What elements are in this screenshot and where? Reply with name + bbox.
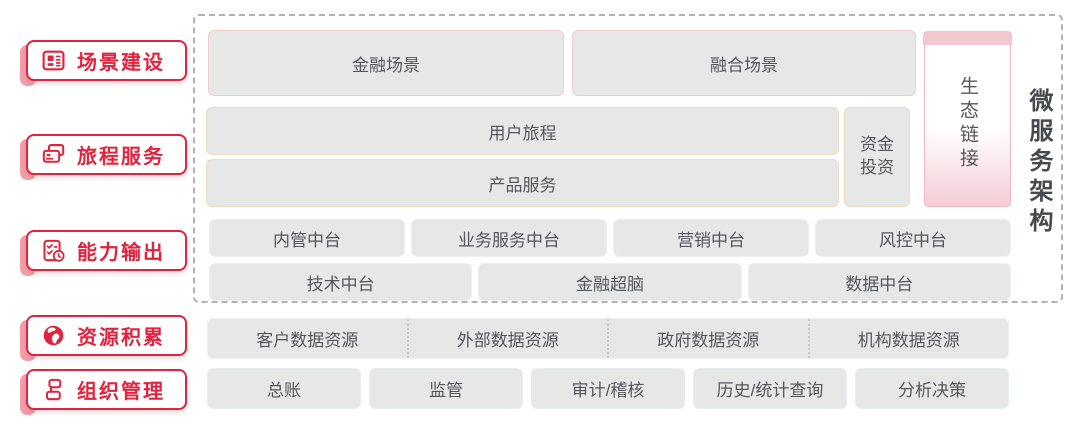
box-product-service: 产品服务: [206, 159, 839, 207]
box-general-ledger: 总账: [207, 368, 361, 409]
sidebar-item-journey-service: 旅程服务: [20, 134, 187, 180]
segment-institution-data: 机构数据资源: [807, 319, 1009, 358]
box-regulation: 监管: [369, 368, 523, 409]
sidebar-panel: 组织管理: [26, 369, 187, 410]
data-resources-bar: 客户数据资源 外部数据资源 政府数据资源 机构数据资源: [207, 318, 1009, 359]
box-data-platform: 数据中台: [747, 263, 1011, 301]
funds-line-1: 资金: [860, 135, 894, 155]
box-history-statistics-query: 历史/统计查询: [693, 368, 847, 409]
box-finance-superbrain: 金融超脑: [478, 263, 742, 301]
segment-government-data: 政府数据资源: [607, 319, 808, 358]
globe-icon: [40, 322, 67, 349]
box-business-service-platform: 业务服务中台: [411, 219, 607, 257]
box-internal-mgmt-platform: 内管中台: [209, 219, 405, 257]
segment-external-data: 外部数据资源: [406, 319, 608, 358]
sidebar-panel: 旅程服务: [26, 134, 187, 175]
box-audit: 审计/稽核: [531, 368, 685, 409]
management-row: 总账 监管 审计/稽核 历史/统计查询 分析决策: [207, 368, 1009, 409]
sidebar-item-label: 场景建设: [77, 52, 165, 74]
layout-grid-icon: [40, 47, 67, 74]
sidebar-item-organization-management: 组织管理: [20, 369, 187, 415]
platform-row-2: 技术中台 金融超脑 数据中台: [209, 263, 1011, 301]
sidebar-item-label: 组织管理: [77, 381, 165, 403]
org-structure-icon: [40, 376, 67, 403]
box-user-journey: 用户旅程: [206, 107, 839, 155]
sidebar-panel: 能力输出: [26, 230, 187, 271]
platform-row-1: 内管中台 业务服务中台 营销中台 风控中台: [209, 219, 1011, 257]
sidebar-item-label: 资源积累: [77, 327, 165, 349]
checklist-clock-icon: [40, 237, 67, 264]
sidebar-item-label: 旅程服务: [77, 146, 165, 168]
box-funds-investment: 资金 投资: [844, 107, 910, 207]
box-risk-control-platform: 风控中台: [815, 219, 1011, 257]
eco-link-body: 生态链接: [925, 32, 1010, 206]
funds-line-2: 投资: [860, 158, 894, 177]
microservice-architecture-label: 微服务架构: [1025, 88, 1052, 238]
box-eco-link: 生态链接: [923, 31, 1012, 207]
cards-icon: [40, 141, 67, 168]
sidebar-item-resource-accumulation: 资源积累: [20, 315, 187, 361]
segment-customer-data: 客户数据资源: [256, 331, 359, 350]
sidebar-item-scene-building: 场景建设: [20, 40, 187, 86]
sidebar-panel: 资源积累: [26, 315, 187, 356]
box-finance-scene: 金融场景: [208, 30, 564, 96]
box-fusion-scene: 融合场景: [572, 30, 916, 96]
box-analysis-decision: 分析决策: [855, 368, 1009, 409]
sidebar-item-label: 能力输出: [77, 242, 165, 264]
box-marketing-platform: 营销中台: [613, 219, 809, 257]
eco-link-label: 生态链接: [957, 76, 978, 172]
eco-link-cap: [923, 31, 1012, 45]
microservice-architecture-panel: 金融场景 融合场景 生态链接 微服务架构 用户旅程 产品服务 资金 投资 内管中…: [193, 14, 1063, 303]
sidebar-item-capability-output: 能力输出: [20, 230, 187, 276]
box-technology-platform: 技术中台: [209, 263, 473, 301]
sidebar-panel: 场景建设: [26, 40, 187, 81]
